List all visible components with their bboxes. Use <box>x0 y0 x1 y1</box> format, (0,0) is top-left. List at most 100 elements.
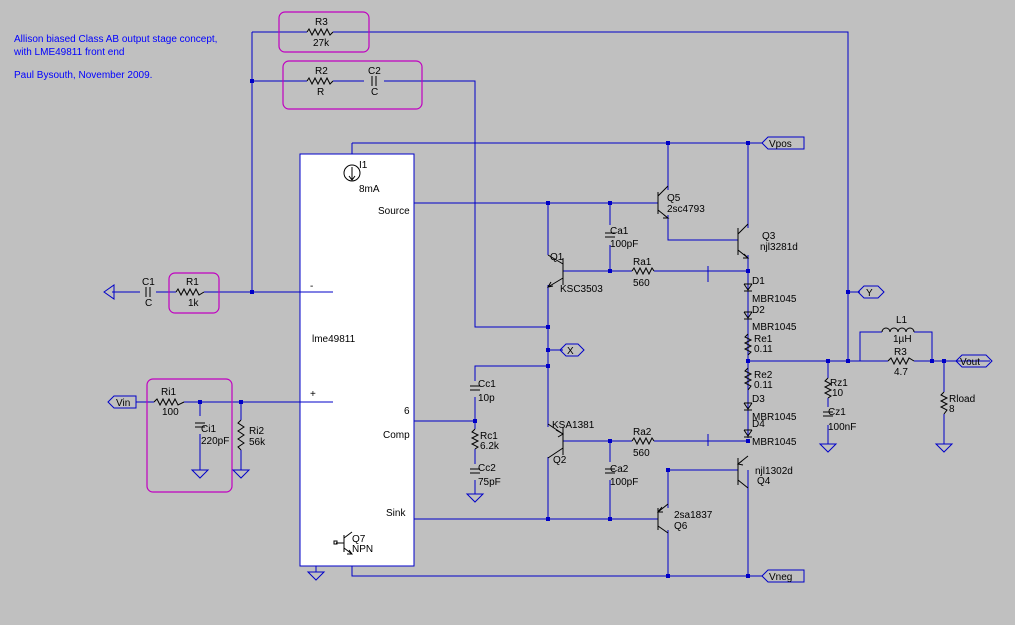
resistor-re1[interactable]: Re1 0.11 <box>743 333 773 356</box>
d3-ref: D3 <box>752 394 765 405</box>
ca2-ref: Ca2 <box>610 464 629 475</box>
ci1-ref: Ci1 <box>201 424 216 435</box>
resistor-ra2[interactable]: Ra2 560 <box>631 427 655 459</box>
capacitor-cz1[interactable]: Cz1 100nF <box>823 407 856 433</box>
rz1-ref: Rz1 <box>830 378 848 389</box>
q3-value: njl3281d <box>760 242 798 253</box>
note-line-2: with LME49811 front end <box>13 47 124 58</box>
d2-value: MBR1045 <box>752 322 797 333</box>
q4-ref: Q4 <box>757 476 771 487</box>
transistor-q5[interactable]: Q5 2sc4793 <box>657 185 705 219</box>
current-source-i1[interactable]: I1 8mA <box>343 160 380 195</box>
r1-ref: R1 <box>186 277 199 288</box>
ic-pin-6: 6 <box>404 406 410 417</box>
transistor-q1[interactable]: Q1 KSC3503 <box>546 252 603 295</box>
resistor-rz1[interactable]: Rz1 10 <box>823 377 848 399</box>
r2-value: R <box>317 87 324 98</box>
ground-icon <box>934 443 954 453</box>
net-label-vout[interactable]: Vout <box>955 354 993 368</box>
svg-text:Vout: Vout <box>960 357 980 368</box>
capacitor-ca1[interactable]: Ca1 100pF <box>605 226 638 250</box>
capacitor-cc2[interactable]: Cc2 75pF <box>470 463 501 488</box>
resistor-ri1[interactable]: Ri1 100 <box>153 387 185 418</box>
net-label-vneg[interactable]: Vneg <box>761 569 805 583</box>
re2-value: 0.11 <box>754 380 773 391</box>
ra1-ref: Ra1 <box>633 257 652 268</box>
r1-value: 1k <box>188 298 200 309</box>
resistor-rload[interactable]: Rload 8 <box>939 391 975 415</box>
transistor-q7[interactable]: Q7 NPN <box>333 531 373 555</box>
q4-value: njl1302d <box>755 466 793 477</box>
ic-pin-source: Source <box>378 206 410 217</box>
svg-text:Vin: Vin <box>116 398 130 409</box>
capacitor-c2[interactable]: C2 C <box>368 66 381 98</box>
capacitor-c1[interactable]: C1 C <box>142 277 155 309</box>
ri1-ref: Ri1 <box>161 387 176 398</box>
resistor-ra1[interactable]: Ra1 560 <box>631 257 655 289</box>
ri2-value: 56k <box>249 437 266 448</box>
ca2-value: 100pF <box>610 477 638 488</box>
inductor-l1[interactable]: L1 1µH <box>881 315 915 345</box>
transistor-q4[interactable]: njl1302d Q4 <box>736 455 793 489</box>
junction-dots <box>198 79 946 578</box>
d3-value: MBR1045 <box>752 412 797 423</box>
diode-d4[interactable]: D4 MBR1045 <box>743 419 797 448</box>
ic-pin-sink: Sink <box>386 508 406 519</box>
svg-text:Y: Y <box>866 288 873 299</box>
ra2-ref: Ra2 <box>633 427 652 438</box>
ca1-ref: Ca1 <box>610 226 629 237</box>
q7-ref: Q7 <box>352 534 366 545</box>
rc1-ref: Rc1 <box>480 431 498 442</box>
resistor-r2[interactable]: R2 R <box>306 66 334 98</box>
diode-d3[interactable]: D3 MBR1045 <box>743 394 797 423</box>
resistor-r1[interactable]: R1 1k <box>175 277 205 309</box>
ra2-value: 560 <box>633 448 650 459</box>
rc1-value: 6.2k <box>480 441 500 452</box>
highlight-box-input <box>146 378 233 493</box>
q5-value: 2sc4793 <box>667 204 705 215</box>
capacitor-ci1[interactable]: Ci1 220pF <box>195 422 229 447</box>
d4-ref: D4 <box>752 419 765 430</box>
svg-text:Vpos: Vpos <box>769 139 792 150</box>
capacitor-ca2[interactable]: Ca2 100pF <box>605 464 638 488</box>
transistor-q6[interactable]: 2sa1837 Q6 <box>656 503 713 534</box>
net-label-vin[interactable]: Vin <box>107 395 137 409</box>
d4-value: MBR1045 <box>752 437 797 448</box>
ca1-value: 100pF <box>610 239 638 250</box>
r2-ref: R2 <box>315 66 328 77</box>
diode-d2[interactable]: D2 MBR1045 <box>743 305 797 333</box>
diode-d1[interactable]: D1 MBR1045 <box>743 276 797 305</box>
q1-value: KSC3503 <box>560 284 603 295</box>
ic-lme49811[interactable]: lme49811 Source - + 6 Comp Sink <box>299 153 415 567</box>
d2-ref: D2 <box>752 305 765 316</box>
resistor-rc1[interactable]: Rc1 6.2k <box>470 428 500 452</box>
note-line-3: Paul Bysouth, November 2009. <box>14 70 152 81</box>
resistor-r3-output[interactable]: R3 4.7 <box>887 347 915 378</box>
capacitor-cc1[interactable]: Cc1 10p <box>470 379 496 404</box>
ic-pin-minus: - <box>310 281 313 292</box>
resistor-re2[interactable]: Re2 0.11 <box>743 367 773 391</box>
net-label-y[interactable]: Y <box>857 285 885 299</box>
cc1-ref: Cc1 <box>478 379 496 390</box>
resistor-r3-feedback[interactable]: R3 27k <box>306 17 334 49</box>
c2-value: C <box>371 87 378 98</box>
net-label-x[interactable]: X <box>559 343 585 357</box>
q6-ref: Q6 <box>674 521 688 532</box>
cz1-ref: Cz1 <box>828 407 846 418</box>
transistor-q2[interactable]: KSA1381 Q2 <box>547 420 595 466</box>
r3-out-ref: R3 <box>894 347 907 358</box>
d1-value: MBR1045 <box>752 294 797 305</box>
l1-value: 1µH <box>893 334 912 345</box>
rload-ref: Rload <box>949 394 975 405</box>
cc2-ref: Cc2 <box>478 463 496 474</box>
svg-text:X: X <box>567 346 574 357</box>
ri1-value: 100 <box>162 407 179 418</box>
cc2-value: 75pF <box>478 477 501 488</box>
ground-icon <box>190 469 210 479</box>
resistor-ri2[interactable]: Ri2 56k <box>237 419 266 451</box>
cz1-value: 100nF <box>828 422 856 433</box>
net-label-vpos[interactable]: Vpos <box>761 136 805 150</box>
r3-out-value: 4.7 <box>894 367 908 378</box>
transistor-q3[interactable]: Q3 njl3281d <box>737 223 798 259</box>
